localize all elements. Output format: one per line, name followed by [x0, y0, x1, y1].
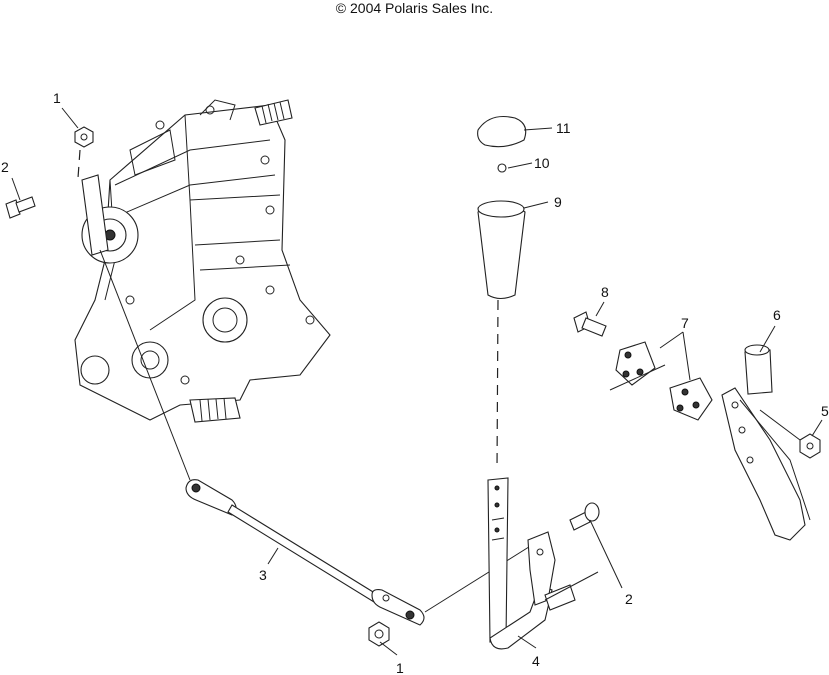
bolt-upper [573, 311, 607, 337]
linkage-line-engine [99, 249, 191, 481]
center-line-shift-lever [496, 299, 499, 471]
shift-lever [487, 477, 576, 650]
nut-bottom [368, 621, 390, 647]
spacer [744, 344, 773, 395]
callout-11: 11 [556, 120, 571, 136]
copyright-notice: © 2004 Polaris Sales Inc. [335, 0, 494, 16]
knob-cap [477, 115, 527, 148]
callout-7: 7 [681, 315, 689, 331]
small-screw [497, 163, 507, 173]
assembly-line-nut [759, 409, 801, 441]
callout-3: 3 [259, 567, 267, 583]
callout-10: 10 [534, 155, 550, 171]
callout-2-left: 2 [1, 159, 9, 175]
assembly-line-bracket [609, 364, 666, 391]
nut-right [799, 433, 821, 459]
callout-1-top: 1 [53, 90, 61, 106]
callout-5: 5 [821, 403, 829, 419]
callout-2-right: 2 [625, 591, 633, 607]
leader-lines [11, 107, 823, 656]
bolt-left [5, 196, 36, 219]
callout-9: 9 [554, 194, 562, 210]
callout-8: 8 [601, 284, 609, 300]
callout-4: 4 [532, 653, 540, 669]
rubber-damper-lower [669, 377, 713, 421]
handle-grip [477, 200, 526, 300]
mounting-bracket [721, 387, 811, 541]
linkage-line-lever [424, 539, 541, 613]
nut-top [74, 126, 94, 148]
pivot-bolt [569, 502, 600, 531]
shift-rod [185, 479, 425, 626]
callout-6: 6 [773, 307, 781, 323]
callout-1-bottom: 1 [396, 660, 404, 675]
center-line-engine-bolt [77, 149, 81, 179]
engine-assembly [74, 99, 331, 423]
